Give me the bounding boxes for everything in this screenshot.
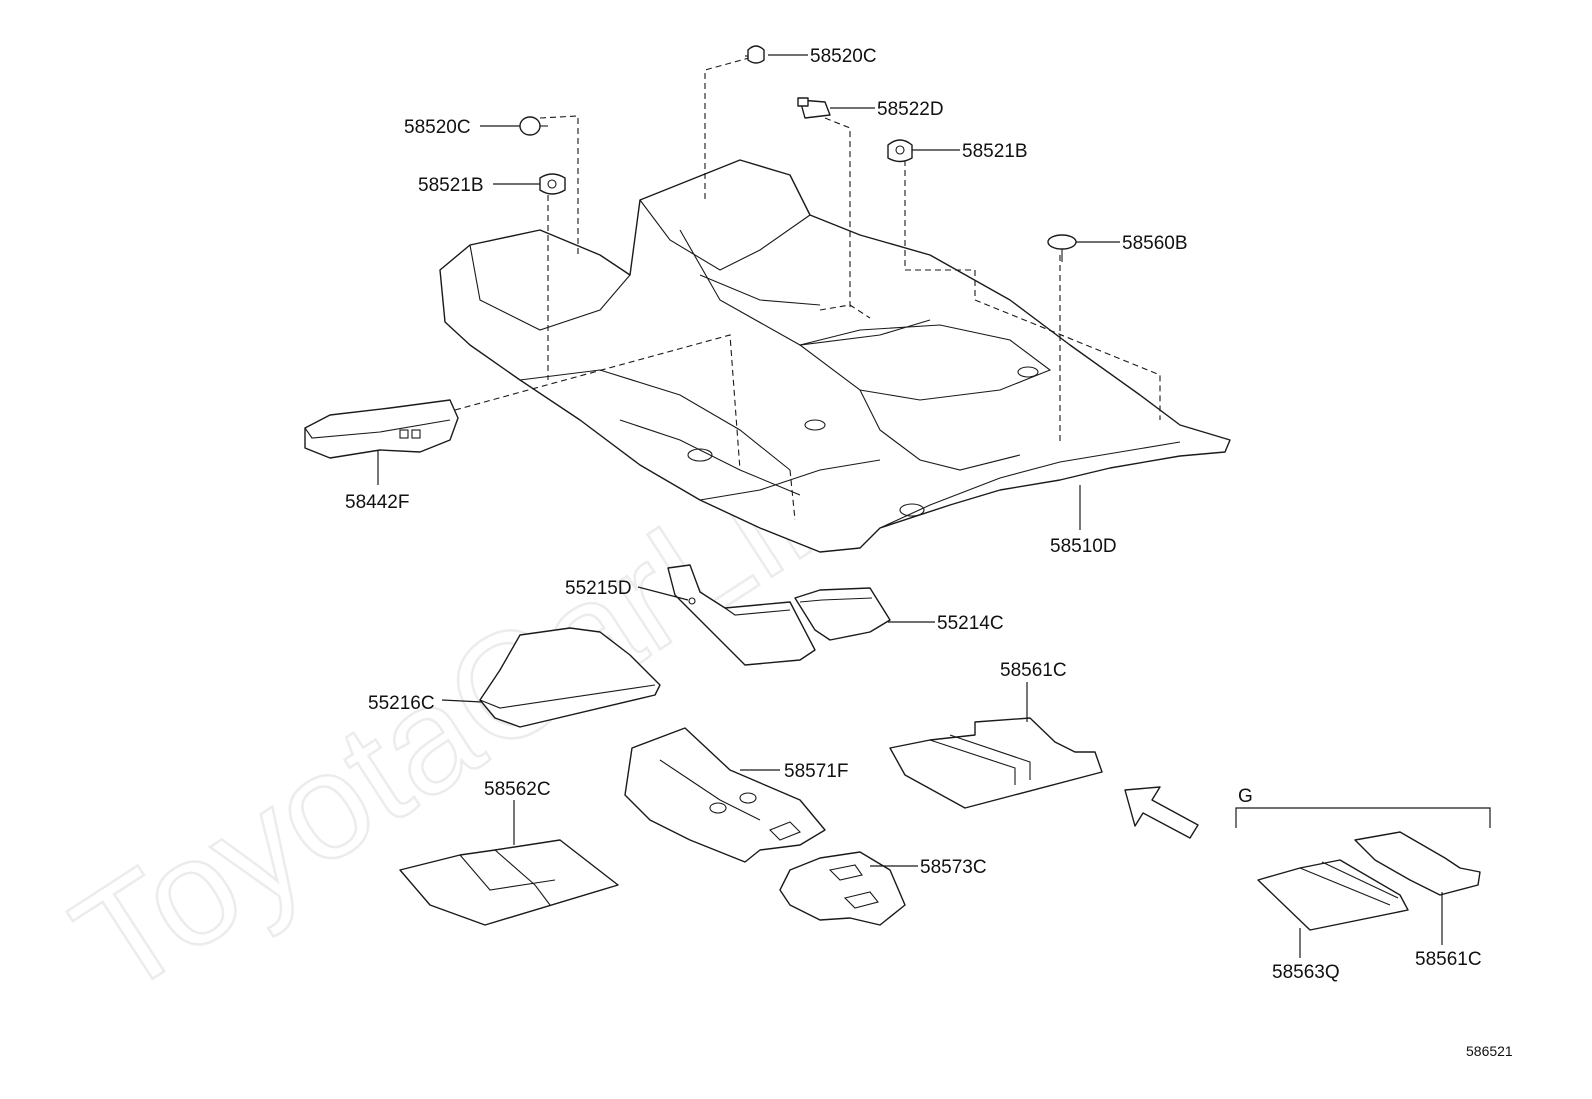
label-58442F[interactable]: 58442F: [345, 492, 409, 513]
label-58510D[interactable]: 58510D: [1050, 536, 1117, 557]
insulator-55216C[interactable]: [479, 627, 661, 728]
label-58520C-top[interactable]: 58520C: [810, 46, 877, 67]
clip-58520C-top[interactable]: [745, 45, 765, 64]
floor-carpet-58510D[interactable]: [439, 159, 1231, 553]
group-g-bracket: G: [1235, 786, 1491, 828]
clip-58522D[interactable]: [797, 97, 831, 119]
label-58522D[interactable]: 58522D: [877, 99, 944, 120]
insulator-58573C[interactable]: [779, 851, 906, 926]
insulator-58562C[interactable]: [399, 839, 619, 926]
label-55216C[interactable]: 55216C: [368, 693, 435, 714]
insulator-58571F[interactable]: [624, 727, 826, 863]
view-direction-arrow: [1124, 786, 1199, 839]
label-58521B-left[interactable]: 58521B: [418, 175, 484, 196]
label-55215D[interactable]: 55215D: [565, 578, 632, 599]
clip-58521B-left[interactable]: [539, 173, 566, 195]
insulator-58563Q[interactable]: [1257, 859, 1409, 931]
label-55214C[interactable]: 55214C: [937, 613, 1004, 634]
diagram-number: 586521: [1466, 1043, 1513, 1059]
label-58563Q[interactable]: 58563Q: [1272, 962, 1340, 983]
label-58521B-right[interactable]: 58521B: [962, 141, 1028, 162]
label-58562C[interactable]: 58562C: [484, 779, 551, 800]
part-labels: 58520C 58520C 58522D 58521B 58521B 58560…: [345, 46, 1482, 983]
label-58561C-top[interactable]: 58561C: [1000, 660, 1067, 681]
attachment-dashed-lines: [454, 54, 1161, 521]
insulator-55215D[interactable]: [667, 564, 816, 666]
clip-58520C-left[interactable]: [519, 116, 548, 136]
label-58573C[interactable]: 58573C: [920, 857, 987, 878]
label-58520C-left[interactable]: 58520C: [404, 117, 471, 138]
leader-lines: [377, 54, 1443, 958]
clip-58521B-right[interactable]: [887, 139, 913, 163]
insulator-58561C-upper[interactable]: [889, 717, 1103, 809]
label-58571F[interactable]: 58571F: [784, 761, 848, 782]
clip-58560B[interactable]: [1047, 234, 1077, 262]
group-label: G: [1238, 786, 1253, 807]
label-58560B[interactable]: 58560B: [1122, 233, 1188, 254]
label-58561C-bottom[interactable]: 58561C: [1415, 949, 1482, 970]
insulator-55214C[interactable]: [794, 587, 891, 641]
footrest-58442F[interactable]: [304, 399, 459, 459]
insulator-58561C-lower[interactable]: [1354, 831, 1481, 896]
